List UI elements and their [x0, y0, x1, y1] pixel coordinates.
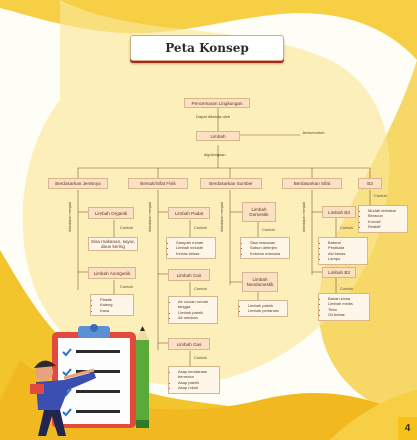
label-contoh-padat: Contoh: [194, 225, 207, 230]
list-item: Kotoran manusia: [250, 251, 286, 256]
label-contoh-b3-b: Contoh: [340, 286, 353, 291]
connector-lines: [77, 108, 371, 366]
node-jenis-b: Bentuk/Sifat Fisik: [128, 178, 188, 189]
node-domestik: Limbah Domestik: [242, 202, 276, 222]
clipboard-character-illustration: [30, 324, 149, 436]
list-e: Mudah terbakar Beracun Korosif Reaktif: [358, 205, 408, 233]
node-gas: Limbah Gas: [168, 338, 210, 350]
list-cair: Air cucian rumah tangga Limbah pabrik Ai…: [168, 296, 218, 324]
list-item: Lampu: [328, 256, 364, 261]
list-item: Pestisida: [328, 245, 364, 250]
list-padat: Sampah rumah Limbah industri Kertas beka…: [166, 237, 216, 260]
page-number: 4: [398, 417, 417, 440]
list-domestik: Sisa makanan Sabun deterjen Kotoran manu…: [240, 237, 290, 260]
list-b3-lain: Bahan kimia Limbah medis Tinta Oli bekas: [318, 293, 370, 321]
label-contoh-domestik: Contoh: [262, 227, 275, 232]
label-dapat-dikelola: Dapat dikelola oleh: [196, 114, 231, 119]
list-item: Tinta: [328, 307, 366, 312]
list-item: Limbah industri: [176, 245, 212, 250]
node-jenis-c: Berdasarkan Sumber: [200, 178, 262, 189]
node-organik: Limbah Organik: [88, 207, 134, 219]
node-cair: Limbah Cair: [168, 269, 210, 281]
label-contoh-organik: Contoh: [120, 225, 133, 230]
label-contoh-anorganik: Contoh: [120, 284, 133, 289]
list-item: Korosif: [368, 219, 404, 224]
node-jenis-a: Berdasarkan Jenisnya: [48, 178, 108, 189]
list-item: Limbah pertanian: [248, 308, 284, 313]
list-item: Oli bekas: [328, 312, 366, 317]
list-item: Kaleng: [100, 302, 130, 307]
label-contoh-gas: Contoh: [194, 355, 207, 360]
node-nondomestik: Limbah Nondomestik: [242, 272, 278, 292]
list-item: Sabun deterjen: [250, 245, 286, 250]
organik-example: Sisa makanan, sayur, daun kering: [88, 237, 138, 251]
label-contoh-b3-a: Contoh: [340, 225, 353, 230]
label-dibedakan-1: dibedakan menjadi: [68, 201, 72, 232]
label-contoh-jenis: Jenis/contoh: [302, 130, 325, 135]
label-dibedakan-2: dibedakan menjadi: [148, 201, 152, 232]
list-item: Kaca: [100, 308, 130, 313]
node-jenis-e: B3: [358, 178, 382, 189]
list-item: Plastik: [100, 297, 130, 302]
label-digolongkan: digolongkan: [204, 152, 226, 157]
list-gas: Asap kendaraan bermotor Asap pabrik Asap…: [168, 366, 220, 394]
node-limbah: Limbah: [196, 131, 240, 141]
label-contoh-cair: Contoh: [194, 286, 207, 291]
list-item: Sisa makanan: [250, 240, 286, 245]
list-nondomestik: Limbah pabrik Limbah pertanian: [238, 300, 288, 317]
label-dibedakan-4: dibedakan menjadi: [302, 201, 306, 232]
list-item: Asap kendaraan bermotor: [178, 369, 216, 380]
label-contoh-e: Contoh: [374, 193, 387, 198]
list-item: Mudah terbakar: [368, 208, 404, 213]
list-item: Beracun: [368, 213, 404, 218]
list-item: Reaktif: [368, 224, 404, 229]
list-item: Sampah rumah: [176, 240, 212, 245]
node-b3-a: Limbah B3: [322, 206, 356, 218]
node-anorganik: Limbah Anorganik: [88, 267, 136, 279]
node-b3-b: Limbah B3: [322, 267, 356, 278]
list-item: Limbah medis: [328, 301, 366, 306]
page-title: Peta Konsep: [130, 35, 284, 61]
list-item: Asap rokok: [178, 385, 216, 390]
list-item: Asap pabrik: [178, 380, 216, 385]
list-item: Kertas bekas: [176, 251, 212, 256]
list-b3-sifat: Baterai Pestisida Aki bekas Lampu: [318, 237, 368, 265]
list-item: Air cucian rumah tangga: [178, 299, 214, 310]
list-item: Limbah pabrik: [248, 303, 284, 308]
node-jenis-d: Berdasarkan Sifat: [282, 178, 342, 189]
label-dibedakan-3: dibedakan menjadi: [220, 201, 224, 232]
list-item: Bahan kimia: [328, 296, 366, 301]
list-anorganik: Plastik Kaleng Kaca: [90, 294, 134, 317]
list-item: Air selokan: [178, 315, 214, 320]
list-item: Aki bekas: [328, 251, 364, 256]
node-root: Pencemaran Lingkungan: [184, 98, 250, 108]
list-item: Baterai: [328, 240, 364, 245]
list-item: Limbah pabrik: [178, 310, 214, 315]
node-padat: Limbah Padat: [168, 207, 210, 219]
